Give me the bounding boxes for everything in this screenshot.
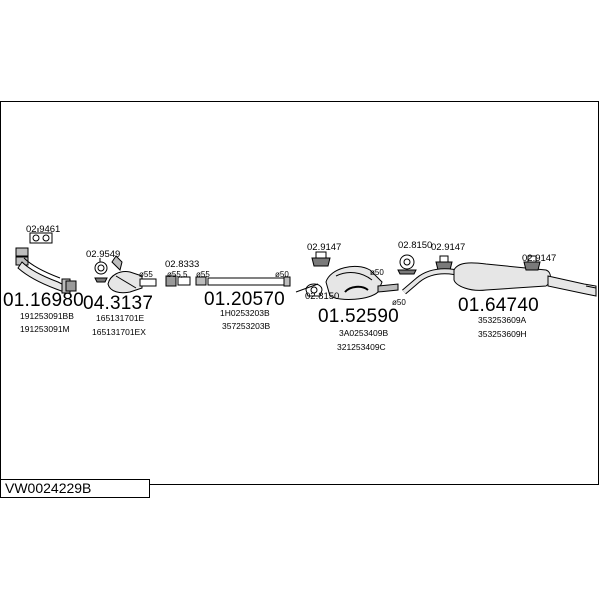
- front-pipe-drawing[interactable]: [15, 247, 77, 294]
- gasket-a1-drawing[interactable]: [29, 228, 53, 244]
- gasket-a2-drawing[interactable]: [94, 258, 108, 283]
- diameter-d3: ø55: [196, 270, 210, 279]
- accessory-a5[interactable]: 02.8150: [305, 291, 340, 302]
- intermediate-pipe-drawing[interactable]: [195, 276, 291, 287]
- hanger-a4-drawing[interactable]: [311, 251, 331, 267]
- clamp-a3-drawing[interactable]: [165, 275, 191, 287]
- accessory-a1[interactable]: 02.9461: [26, 224, 61, 235]
- accessory-a4[interactable]: 02.9147: [307, 242, 342, 253]
- oem-ref-2a: 165131701E: [96, 313, 145, 323]
- oem-ref-1a: 191253091BB: [20, 311, 74, 321]
- part-number-3[interactable]: 01.20570: [204, 289, 285, 310]
- diameter-d1: ø55: [139, 270, 153, 279]
- diagram-code-box: VW0024229B: [0, 479, 150, 498]
- oem-ref-3b: 357253203B: [222, 321, 271, 331]
- catalytic-converter-drawing[interactable]: [107, 255, 157, 294]
- diameter-d2: ø55,5: [167, 270, 188, 279]
- hanger-a8-drawing[interactable]: [523, 255, 541, 271]
- hanger-a7-drawing[interactable]: [435, 255, 453, 271]
- diameter-d4: ø50: [275, 270, 289, 279]
- diameter-d5: ø50: [370, 268, 384, 277]
- clamp-a6-drawing[interactable]: [397, 254, 417, 275]
- centre-silencer-drawing[interactable]: [295, 266, 399, 300]
- accessory-a6[interactable]: 02.8150: [398, 240, 433, 251]
- accessory-a8[interactable]: 02.9147: [522, 253, 557, 264]
- oem-ref-4a: 3A0253409B: [339, 328, 389, 338]
- oem-ref-4b: 321253409C: [337, 342, 386, 352]
- part-number-4[interactable]: 01.52590: [318, 306, 399, 327]
- part-number-5[interactable]: 01.64740: [458, 295, 539, 316]
- oem-ref-2b: 165131701EX: [92, 327, 146, 337]
- part-number-1[interactable]: 01.16980: [3, 290, 84, 311]
- diagram-frame: [0, 101, 599, 485]
- diameter-d6: ø50: [392, 298, 406, 307]
- oem-ref-5a: 353253609A: [478, 315, 527, 325]
- part-number-2[interactable]: 04.3137: [83, 293, 154, 314]
- accessory-a2[interactable]: 02.9549: [86, 249, 121, 260]
- accessory-a7[interactable]: 02.9147: [431, 242, 466, 253]
- oem-ref-3a: 1H0253203B: [220, 308, 270, 318]
- rear-silencer-drawing[interactable]: [402, 262, 597, 297]
- accessory-a3[interactable]: 02.8333: [165, 259, 200, 270]
- oem-ref-1b: 191253091M: [20, 324, 70, 334]
- diagram-code: VW0024229B: [5, 480, 92, 496]
- oem-ref-5b: 353253609H: [478, 329, 527, 339]
